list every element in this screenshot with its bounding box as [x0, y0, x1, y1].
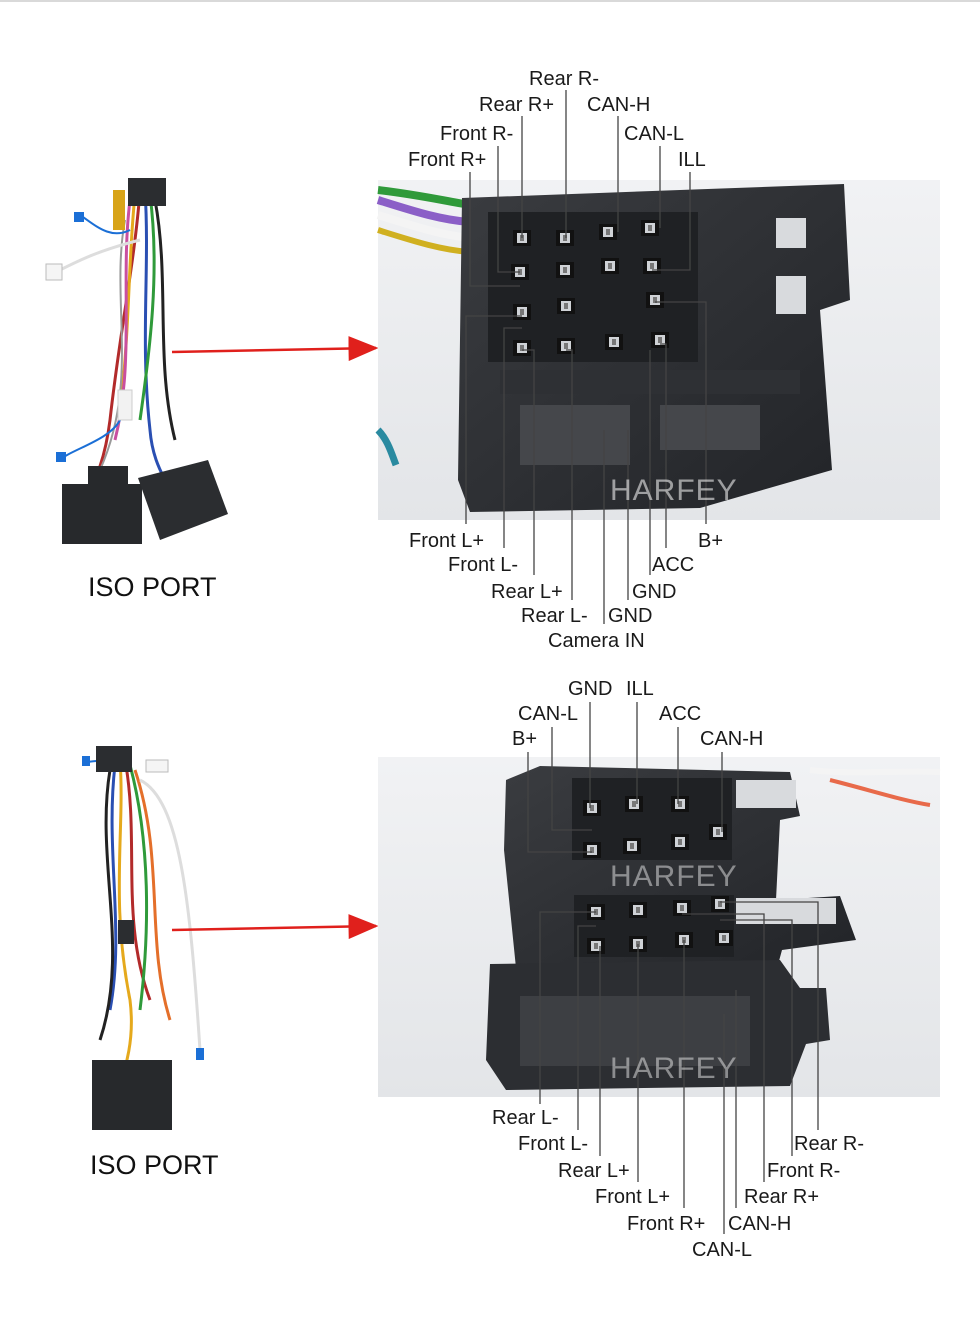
- arrow-1: [171, 336, 379, 362]
- leader-line: [566, 349, 573, 600]
- s1-label-camera-in: Camera IN: [548, 630, 645, 652]
- pin-socket: [711, 896, 729, 912]
- pin-socket: [583, 842, 601, 858]
- pin-socket: [671, 796, 689, 812]
- s1-label-b-plus: B+: [698, 530, 724, 552]
- pin-socket: [605, 334, 623, 350]
- leader-line: [720, 919, 793, 1156]
- connector-2-pins: [583, 796, 733, 954]
- leader-line: [503, 327, 522, 548]
- s1-label-front-r-plus: Front R+: [408, 149, 487, 171]
- pin-socket: [671, 834, 689, 850]
- s2-label-front-r-minus: Front R-: [767, 1160, 841, 1182]
- s1-label-acc: ACC: [652, 554, 695, 576]
- pin-socket: [623, 838, 641, 854]
- arrow-2: [171, 914, 379, 940]
- harness-thumbnail-1: [45, 178, 228, 544]
- pin-socket: [557, 298, 575, 314]
- connector-1-pins: [511, 220, 669, 356]
- pin-socket: [513, 340, 531, 356]
- s2-label-gnd: GND: [568, 678, 613, 700]
- leader-line: [660, 343, 667, 548]
- leader-line: [465, 315, 522, 524]
- pin-socket: [629, 902, 647, 918]
- leader-line: [527, 752, 592, 853]
- connector-photo-2: [378, 757, 941, 1097]
- pin-socket: [556, 230, 574, 246]
- s1-label-front-l-plus: Front L+: [409, 530, 485, 552]
- s1-label-ill: ILL: [678, 149, 706, 171]
- s1-label-can-l: CAN-L: [624, 123, 685, 145]
- leader-line: [682, 913, 765, 1182]
- leader-line: [469, 172, 520, 287]
- connector-1-leader-lines: [465, 90, 707, 624]
- leader-line: [720, 901, 819, 1130]
- s1-label-front-l-minus: Front L-: [448, 554, 519, 576]
- leader-line: [652, 172, 691, 271]
- leader-line: [655, 301, 707, 524]
- connector-2-leader-lines: [527, 702, 819, 1234]
- s1-label-can-h: CAN-H: [587, 94, 651, 116]
- leader-line: [577, 925, 596, 1130]
- s1-label-rear-r-minus: Rear R-: [529, 68, 600, 90]
- pin-socket: [643, 258, 661, 274]
- watermark-1: HARFEY: [610, 474, 738, 507]
- s1-label-front-r-minus: Front R-: [440, 123, 514, 145]
- pin-socket: [641, 220, 659, 236]
- pin-socket: [673, 900, 691, 916]
- s2-label-b-plus: B+: [512, 728, 538, 750]
- s2-label-rear-r-minus: Rear R-: [794, 1133, 865, 1155]
- s2-label-front-l-plus: Front L+: [595, 1186, 671, 1208]
- s2-label-can-l-bottom: CAN-L: [692, 1239, 753, 1261]
- s1-label-gnd-2: GND: [608, 605, 653, 627]
- s2-label-rear-l-minus: Rear L-: [492, 1107, 559, 1129]
- leader-line: [539, 911, 596, 1104]
- s2-label-ill: ILL: [626, 678, 654, 700]
- s2-label-rear-r-plus: Rear R+: [744, 1186, 820, 1208]
- pin-socket: [646, 292, 664, 308]
- s2-label-front-r-plus: Front R+: [627, 1213, 706, 1235]
- watermark-3: HARFEY: [610, 1052, 738, 1085]
- s1-label-rear-l-minus: Rear L-: [521, 605, 588, 627]
- s2-label-acc: ACC: [659, 703, 702, 725]
- pin-socket: [583, 800, 601, 816]
- pin-socket: [599, 224, 617, 240]
- s2-label-can-h-bottom: CAN-H: [728, 1213, 792, 1235]
- pin-socket: [556, 262, 574, 278]
- pin-socket: [587, 938, 605, 954]
- s2-label-front-l-minus: Front L-: [518, 1133, 589, 1155]
- s2-label-can-l: CAN-L: [518, 703, 579, 725]
- harness-thumbnail-2: [82, 746, 204, 1130]
- leader-line: [522, 349, 535, 575]
- leader-line: [551, 727, 592, 831]
- pin-socket: [601, 258, 619, 274]
- watermark-2: HARFEY: [610, 860, 738, 893]
- iso-port-label-1: ISO PORT: [88, 572, 217, 602]
- s1-label-gnd-1: GND: [632, 581, 677, 603]
- s2-label-can-h: CAN-H: [700, 728, 764, 750]
- iso-port-label-2: ISO PORT: [90, 1150, 219, 1180]
- leader-line: [497, 146, 520, 273]
- s1-label-rear-l-plus: Rear L+: [491, 581, 563, 603]
- top-divider: [0, 0, 980, 2]
- s2-label-rear-l-plus: Rear L+: [558, 1160, 630, 1182]
- pin-socket: [513, 304, 531, 320]
- pin-socket: [709, 824, 727, 840]
- pin-socket: [715, 930, 733, 946]
- s1-label-rear-r-plus: Rear R+: [479, 94, 555, 116]
- pin-socket: [625, 796, 643, 812]
